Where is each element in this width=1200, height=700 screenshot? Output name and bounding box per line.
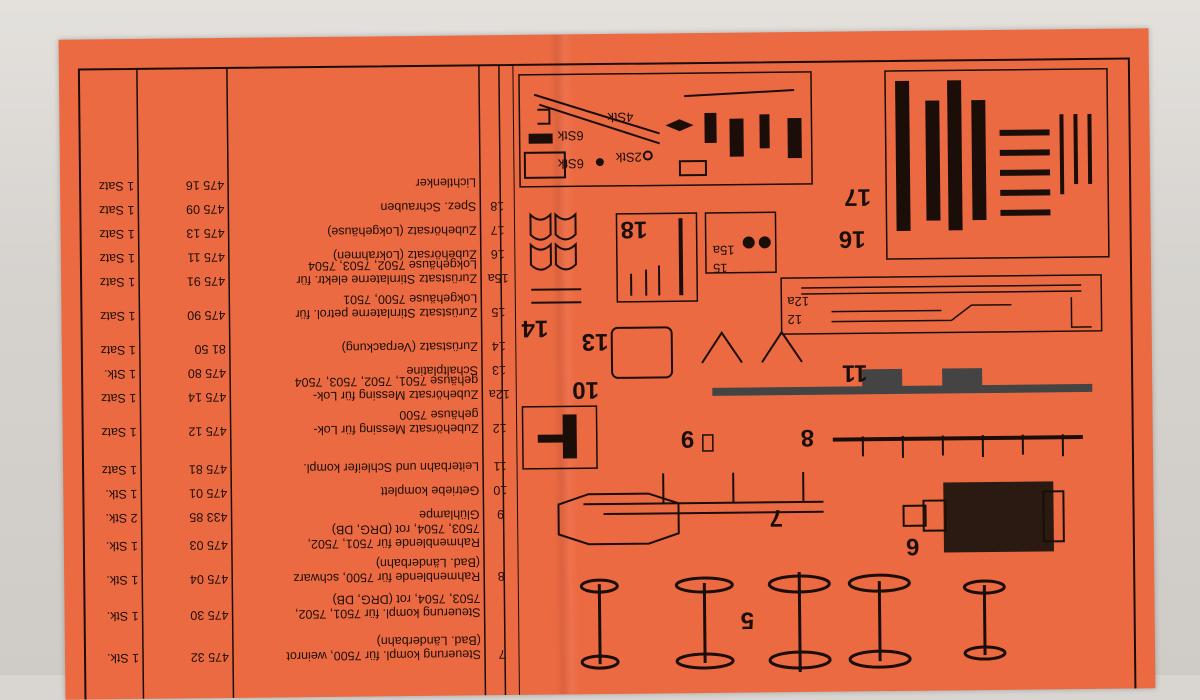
- parts-15: [743, 236, 771, 248]
- parts-16: [895, 79, 1093, 231]
- label-4stk: 4Stk: [607, 110, 633, 124]
- label-18: 18: [621, 222, 648, 236]
- label-5: 5: [741, 612, 755, 626]
- label-7: 7: [770, 510, 784, 524]
- label-10: 10: [572, 382, 599, 396]
- label-17: 17: [844, 189, 871, 203]
- parts-5-wheelsets: [581, 570, 1005, 674]
- label-12: 12: [787, 312, 802, 326]
- parts-17-fittings: [665, 112, 801, 159]
- parts-14: [530, 214, 581, 303]
- label-6: 6: [906, 539, 920, 553]
- label-15a: 15a: [713, 243, 735, 257]
- label-2stk: 2Stk: [616, 150, 642, 164]
- label-11: 11: [842, 365, 868, 379]
- label-9: 9: [681, 431, 695, 445]
- label-6stk-b: 6Stk: [558, 156, 584, 170]
- exploded-diagram: [59, 28, 1156, 699]
- label-6stk-a: 6Stk: [558, 128, 584, 142]
- frame-12: [781, 275, 1102, 334]
- parts-10: [538, 414, 577, 458]
- label-14: 14: [522, 321, 549, 335]
- parts-7: [558, 472, 824, 545]
- label-16: 16: [839, 231, 866, 245]
- parts-13-11: [612, 326, 803, 378]
- parts-6-motor: [903, 481, 1064, 553]
- part-9-bulb: [703, 435, 713, 451]
- label-12a: 12a: [787, 294, 809, 308]
- parts-11-strip: [712, 367, 1092, 396]
- label-15: 15: [713, 261, 728, 275]
- parts-12: [801, 285, 1091, 330]
- parts-8: [833, 434, 1083, 459]
- label-8: 8: [801, 430, 815, 444]
- label-13: 13: [582, 334, 609, 348]
